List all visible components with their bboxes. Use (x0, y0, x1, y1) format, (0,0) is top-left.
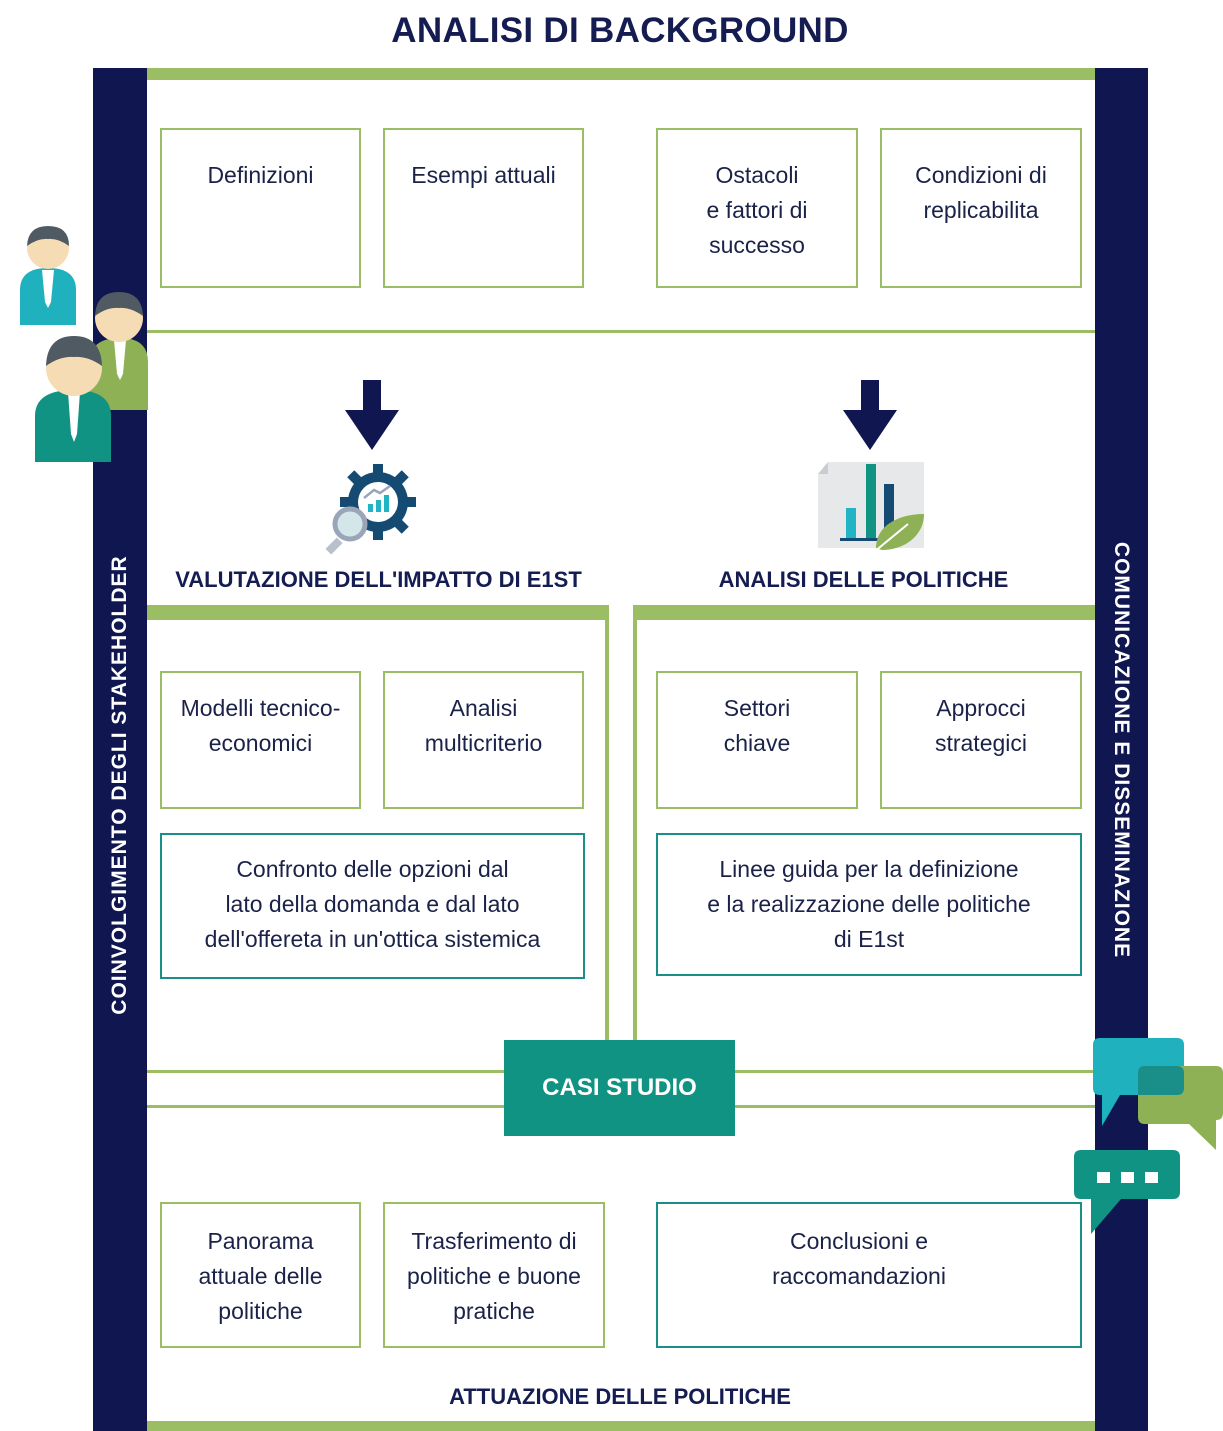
impact-section-title: VALUTAZIONE DELL'IMPATTO DI E1ST (175, 567, 582, 592)
policy-chart-icon (818, 462, 924, 552)
down-arrow-icon (843, 380, 897, 450)
case-studies-block: CASI STUDIO (504, 1040, 735, 1136)
definitions-box: Definizioni (160, 128, 361, 288)
right-bar-label: COMUNICAZIONE E DISSEMINAZIONE (1110, 541, 1133, 959)
policy-section-rule (633, 605, 1095, 620)
bottom-divider (147, 1421, 1095, 1431)
policy-section-title: ANALISI DELLE POLITICHE (718, 567, 1009, 592)
demand-supply-comparison-box: Confronto delle opzioni dal lato della d… (160, 833, 585, 979)
strategic-approaches-box: Approcci strategici (880, 671, 1082, 809)
replicability-box: Condizioni di replicabilita (880, 128, 1082, 288)
policy-section-left-edge (633, 620, 637, 1042)
current-examples-box: Esempi attuali (383, 128, 584, 288)
down-arrow-icon (345, 380, 399, 450)
top-divider (147, 68, 1095, 80)
impact-section-rule (147, 605, 609, 620)
background-divider (147, 330, 1095, 333)
left-bar-label: COINVOLGIMENTO DEGLI STAKEHOLDER (108, 555, 131, 1015)
implementation-section-title: ATTUAZIONE DELLE POLITICHE (449, 1384, 791, 1409)
policy-overview-box: Panorama attuale delle politiche (160, 1202, 361, 1348)
techno-economic-models-box: Modelli tecnico- economici (160, 671, 361, 809)
policy-guidelines-box: Linee guida per la definizione e la real… (656, 833, 1082, 976)
gear-analysis-icon (325, 464, 416, 555)
barriers-box: Ostacoli e fattori di successo (656, 128, 858, 288)
conclusions-box: Conclusioni e raccomandazioni (656, 1202, 1082, 1348)
key-sectors-box: Settori chiave (656, 671, 858, 809)
impact-section-right-edge (605, 620, 609, 1042)
chat-bubbles-icon (1074, 1038, 1223, 1234)
stakeholders-icon (20, 226, 148, 462)
page-title: ANALISI DI BACKGROUND (391, 11, 849, 50)
policy-transfer-box: Trasferimento di politiche e buone prati… (383, 1202, 605, 1348)
multicriteria-analysis-box: Analisi multicriterio (383, 671, 584, 809)
